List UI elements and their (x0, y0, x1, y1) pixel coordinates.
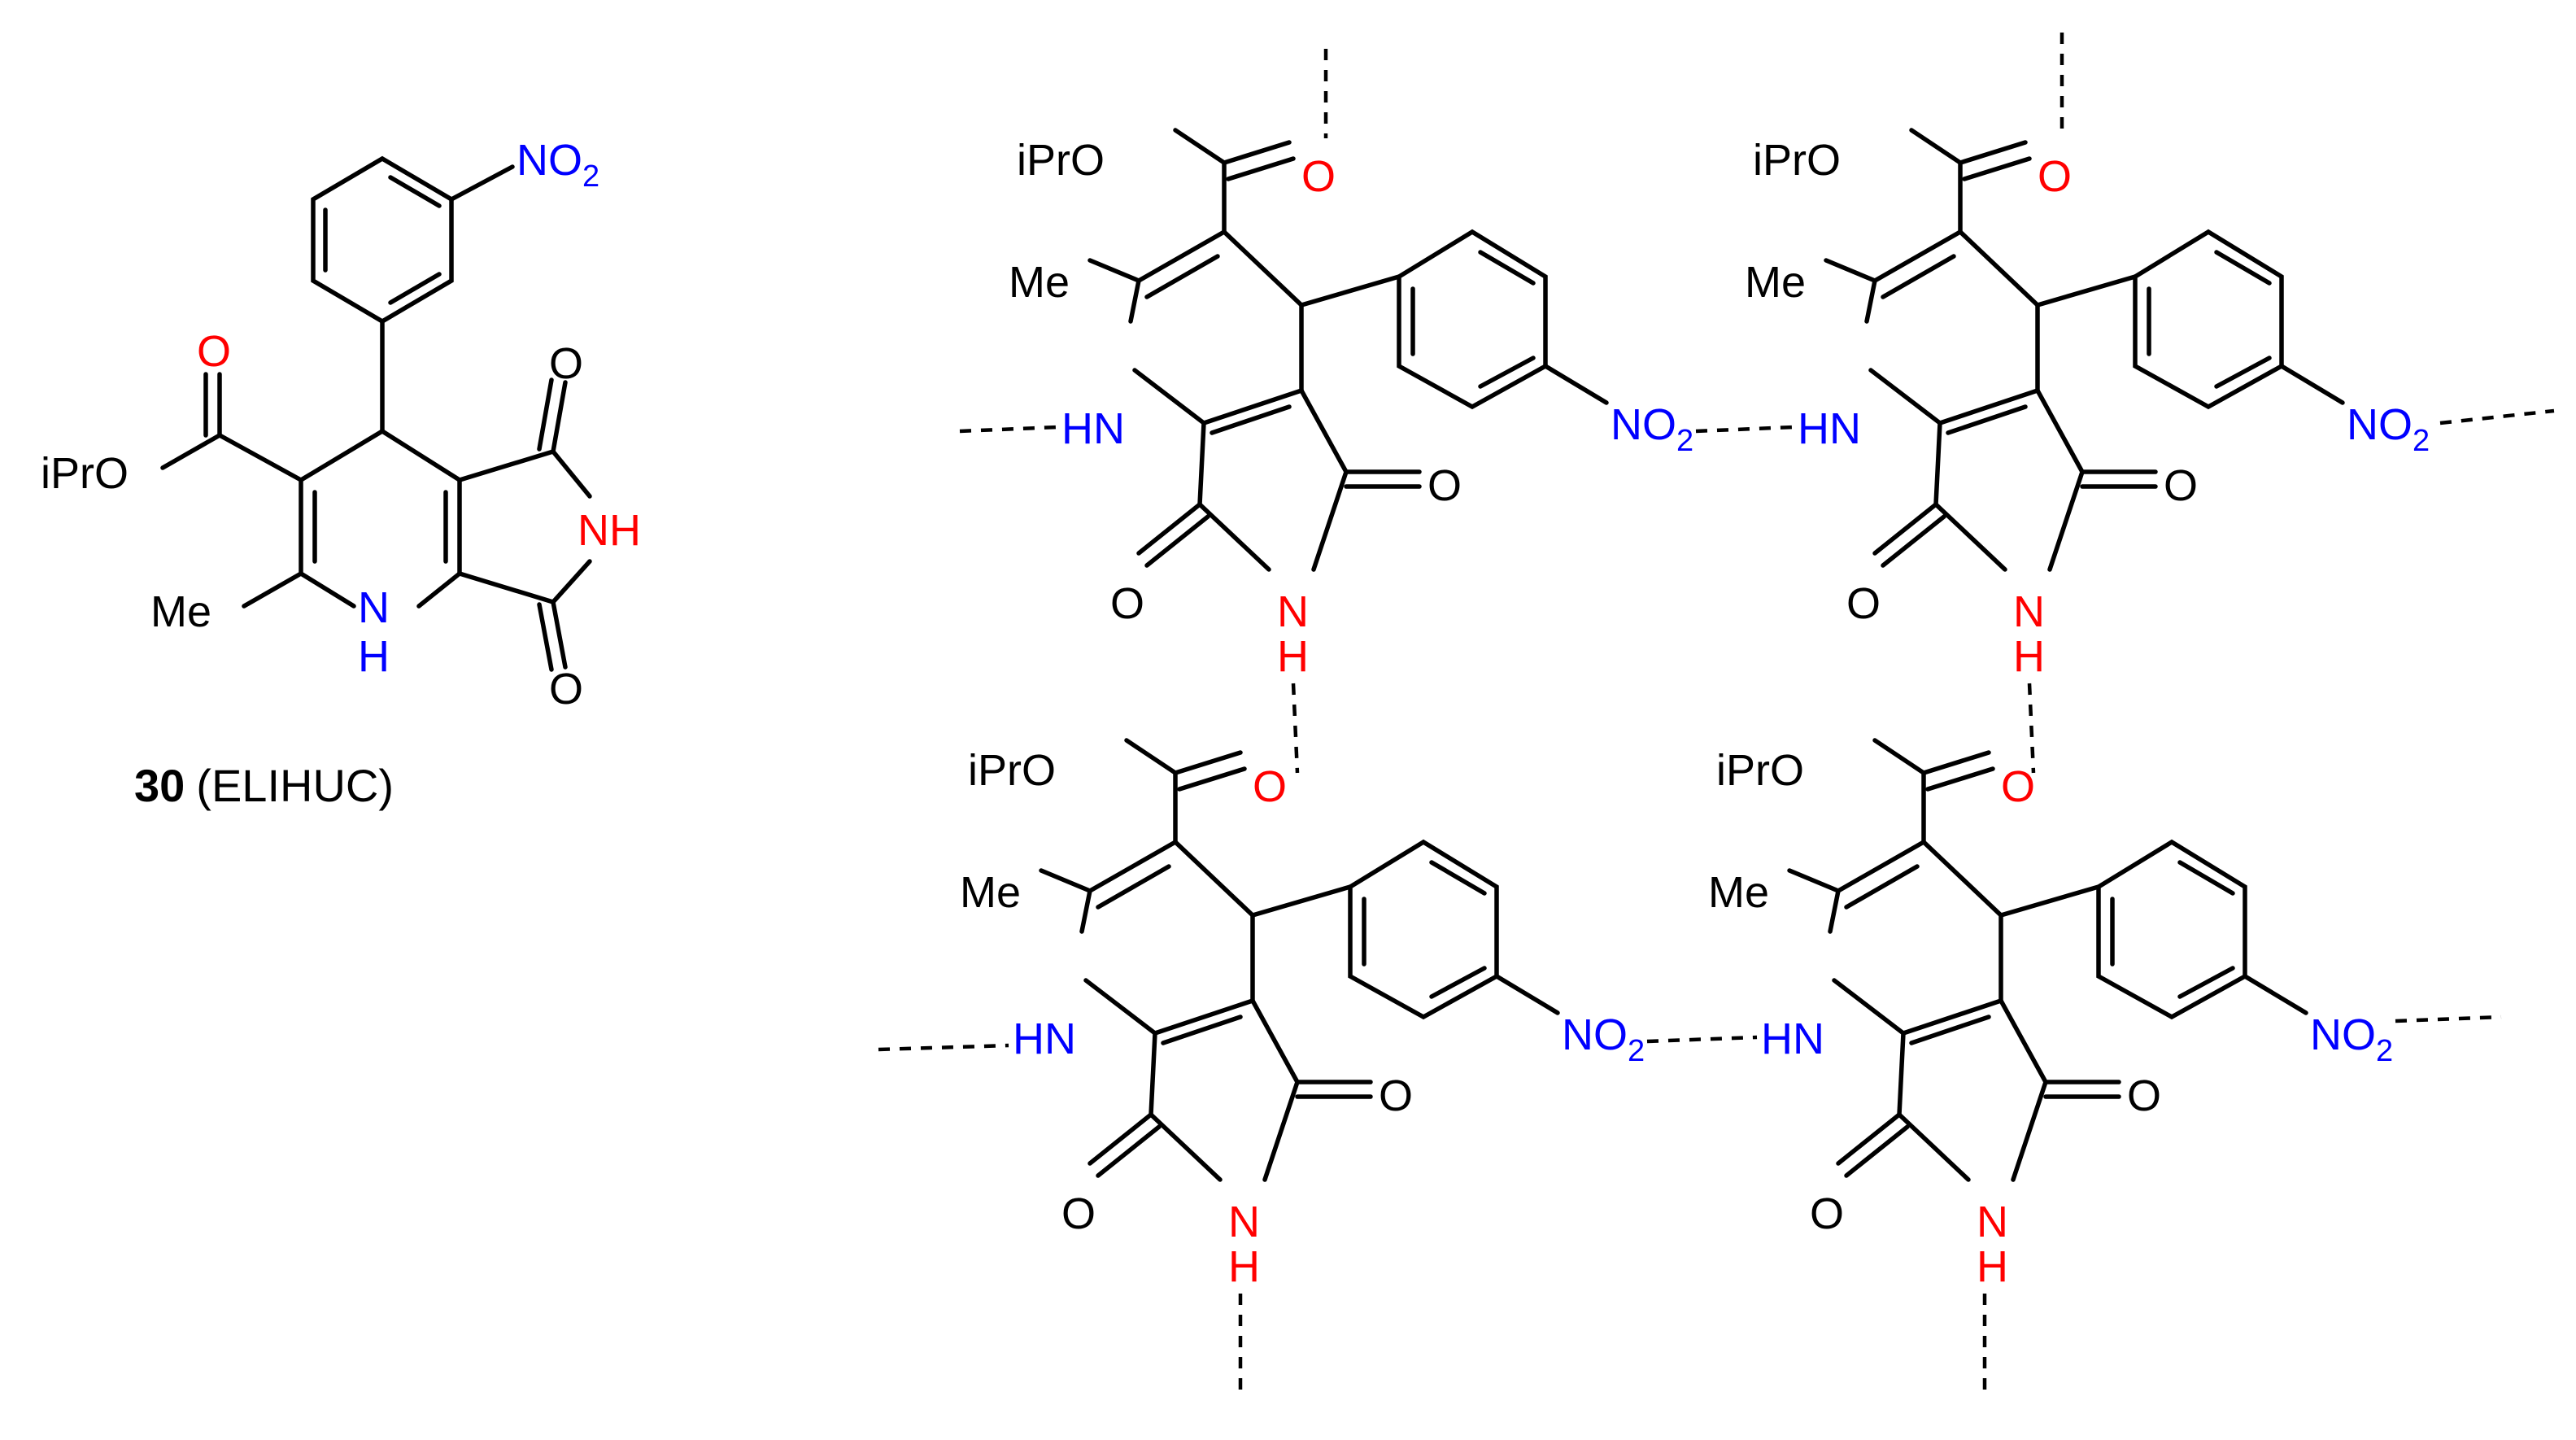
bl-h: H (1228, 1242, 1260, 1291)
bl-n: N (1228, 1198, 1260, 1246)
tr-n: N (2013, 587, 2045, 636)
ring-n: N (358, 583, 390, 632)
network-molecule-top-right: iPrO O Me HN NO2 O O N H (1745, 128, 2430, 681)
br-o-left: O (1810, 1189, 1844, 1238)
br-carbonyl-o: O (2001, 762, 2035, 811)
tl-hn: HN (1061, 404, 1125, 453)
tl-o-right: O (1427, 461, 1462, 510)
tl-no2: NO2 (1611, 400, 1693, 458)
nitro-label: NO2 (517, 136, 599, 194)
phenyl-ring (311, 155, 454, 325)
bl-ipro: iPrO (968, 746, 1056, 795)
tr-hn: HN (1798, 404, 1861, 453)
tr-no2: NO2 (2347, 400, 2430, 458)
hbond-tl-left (959, 425, 1058, 434)
tl-me: Me (1009, 258, 1070, 307)
tr-me: Me (1745, 258, 1806, 307)
tl-o-left: O (1110, 579, 1144, 628)
network-molecule-bottom-right: iPrO O Me HN NO2 O O N H (1708, 738, 2393, 1291)
hydrogen-bonds (878, 33, 2555, 1399)
imide-o-bottom: O (549, 665, 583, 713)
imide-nh: NH (578, 506, 641, 555)
tl-ipro: iPrO (1017, 136, 1105, 185)
br-n: N (1977, 1198, 2008, 1246)
ester-carbonyl-o: O (197, 327, 231, 376)
compound-caption: 30(ELIHUC) (134, 760, 394, 811)
tr-h: H (2013, 632, 2045, 681)
compound-30-structure: NO2 O iPrO NH O O Me N H 30(ELIHUC) (41, 136, 641, 811)
hbond-tr-br (2027, 683, 2036, 774)
br-o-right: O (2127, 1071, 2161, 1120)
network-molecule-bottom-left: iPrO O Me HN NO2 O O N H (960, 738, 1645, 1291)
hbond-tr-right (2439, 408, 2555, 425)
bl-o-right: O (1379, 1071, 1413, 1120)
hbond-br-right (2395, 1015, 2502, 1023)
tl-h: H (1277, 632, 1309, 681)
tr-o-left: O (1846, 579, 1881, 628)
hbond-tl-tr (1695, 425, 1794, 434)
tr-ipro: iPrO (1753, 136, 1841, 185)
br-me: Me (1708, 868, 1769, 917)
bl-me: Me (960, 868, 1021, 917)
network-molecule-top-left: iPrO O Me HN NO2 O O N H (1009, 128, 1693, 681)
hbond-bl-br (1646, 1035, 1758, 1044)
br-hn: HN (1761, 1015, 1824, 1063)
bl-carbonyl-o: O (1253, 762, 1287, 811)
br-ipro: iPrO (1716, 746, 1804, 795)
methyl-label: Me (150, 587, 211, 636)
tl-carbonyl-o: O (1301, 152, 1336, 201)
bl-hn: HN (1013, 1015, 1076, 1063)
tl-n: N (1277, 587, 1309, 636)
bl-no2: NO2 (1562, 1010, 1645, 1068)
br-no2: NO2 (2310, 1010, 2393, 1068)
hbond-bl-left (878, 1043, 1009, 1052)
br-h: H (1977, 1242, 2008, 1291)
bl-o-left: O (1061, 1189, 1096, 1238)
ester-ipro: iPrO (41, 449, 129, 498)
tr-o-right: O (2164, 461, 2198, 510)
imide-o-top: O (549, 339, 583, 388)
ring-h: H (358, 632, 390, 681)
hbond-tl-bl (1291, 683, 1300, 774)
tr-carbonyl-o: O (2038, 152, 2072, 201)
